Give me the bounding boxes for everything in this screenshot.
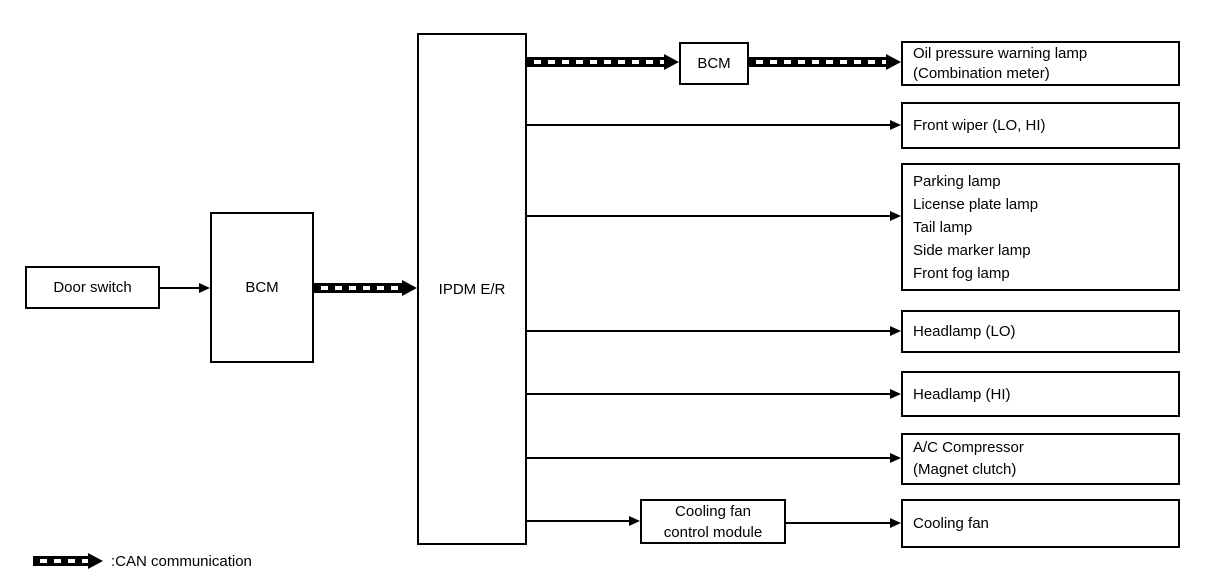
legend-label: :CAN communication — [111, 552, 252, 570]
arrow-ipdm-to-cooling-fan-module — [527, 515, 640, 527]
legend: :CAN communication — [33, 548, 252, 574]
arrowhead-icon — [890, 389, 901, 399]
node-bcm-left: BCM — [210, 212, 314, 363]
can-arrow-shaft — [749, 57, 887, 67]
node-lamp-group: Parking lamp License plate lamp Tail lam… — [901, 163, 1180, 291]
arrow-door-switch-to-bcm — [160, 282, 210, 294]
can-arrow-shaft — [527, 57, 665, 67]
node-oil-pressure-warning-lamp: Oil pressure warning lamp (Combination m… — [901, 41, 1180, 86]
arrowhead-icon — [886, 54, 901, 70]
arrowhead-icon — [199, 283, 210, 293]
arrowhead-icon — [890, 211, 901, 221]
arrow-ipdm-to-front-wiper — [527, 119, 901, 131]
arrowhead-icon — [629, 516, 640, 526]
arrowhead-icon — [890, 518, 901, 528]
node-ac-compressor: A/C Compressor (Magnet clutch) — [901, 433, 1180, 485]
can-arrow-legend-sample — [33, 552, 103, 570]
node-headlamp-hi: Headlamp (HI) — [901, 371, 1180, 417]
arrow-shaft — [527, 520, 629, 522]
arrow-shaft — [527, 457, 890, 459]
arrowhead-icon — [890, 120, 901, 130]
arrow-cooling-fan-module-to-cooling-fan — [786, 517, 901, 529]
arrowhead-icon — [88, 553, 103, 569]
arrow-shaft — [527, 215, 890, 217]
arrowhead-icon — [664, 54, 679, 70]
arrow-shaft — [160, 287, 199, 289]
arrow-ipdm-to-headlamp-hi — [527, 388, 901, 400]
arrow-shaft — [786, 522, 890, 524]
node-ipdm-er: IPDM E/R — [417, 33, 527, 545]
arrow-shaft — [527, 124, 890, 126]
can-arrow-bcm-to-ipdm — [314, 279, 417, 297]
arrow-shaft — [527, 393, 890, 395]
arrow-ipdm-to-headlamp-lo — [527, 325, 901, 337]
can-arrow-shaft — [33, 556, 89, 566]
arrow-ipdm-to-ac-compressor — [527, 452, 901, 464]
arrowhead-icon — [890, 453, 901, 463]
node-door-switch: Door switch — [25, 266, 160, 309]
arrowhead-icon — [402, 280, 417, 296]
node-front-wiper: Front wiper (LO, HI) — [901, 102, 1180, 149]
arrow-shaft — [527, 330, 890, 332]
node-cooling-fan-control-module: Cooling fan control module — [640, 499, 786, 544]
arrow-ipdm-to-lamp-group — [527, 210, 901, 222]
node-headlamp-lo: Headlamp (LO) — [901, 310, 1180, 353]
node-bcm-top: BCM — [679, 42, 749, 85]
can-arrow-shaft — [314, 283, 403, 293]
arrowhead-icon — [890, 326, 901, 336]
can-arrow-ipdm-to-bcm — [527, 53, 679, 71]
can-arrow-bcm-to-oil-pressure-lamp — [749, 53, 901, 71]
node-cooling-fan: Cooling fan — [901, 499, 1180, 548]
